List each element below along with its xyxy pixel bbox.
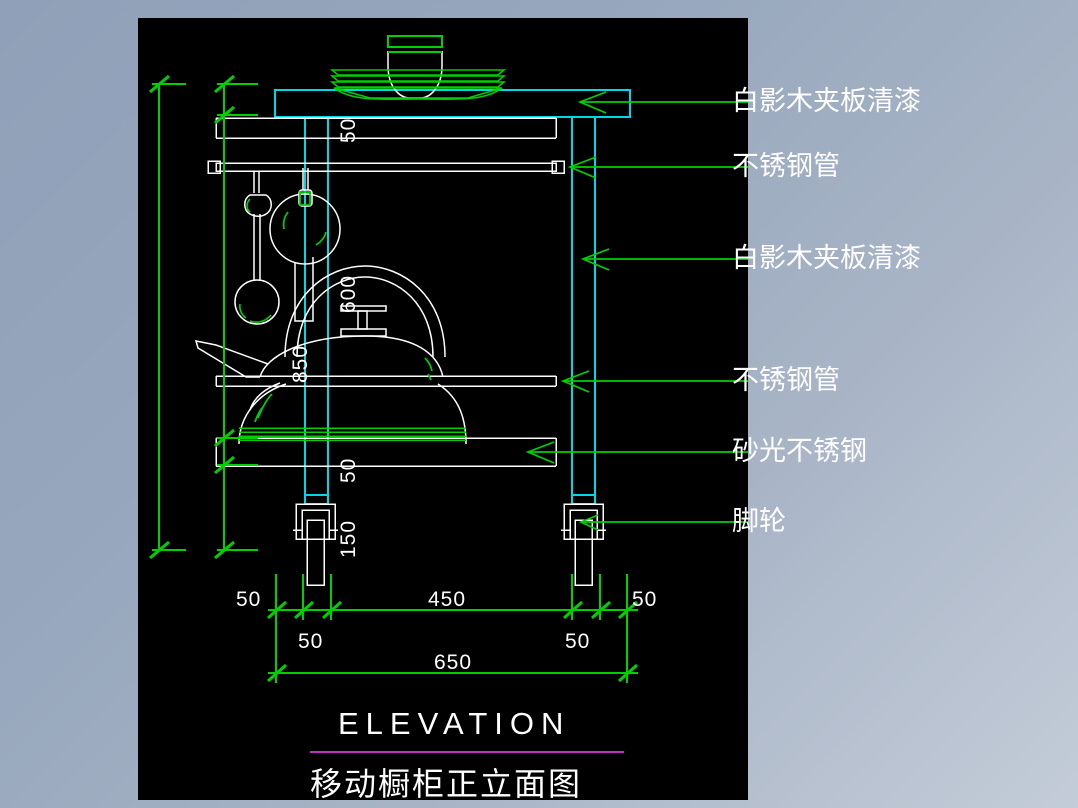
cad-geometry bbox=[149, 35, 748, 753]
skimmer-hl-2 bbox=[315, 231, 327, 246]
foot-plate-right bbox=[571, 494, 596, 505]
cabinet-structure bbox=[274, 89, 631, 505]
ladle-bowl-hl-2 bbox=[249, 314, 272, 323]
callout-label-3: 白影木夹板清漆 bbox=[732, 243, 921, 274]
dimension-lines bbox=[152, 83, 258, 551]
ladle-ring-highlight bbox=[246, 198, 251, 213]
plate-2 bbox=[329, 75, 507, 82]
tick-v-top bbox=[214, 74, 235, 94]
rail-bracket-right bbox=[551, 160, 565, 174]
dim-right-inner-50: 50 bbox=[565, 630, 591, 653]
dim-center-450: 450 bbox=[428, 588, 467, 611]
tick-850-top bbox=[149, 74, 170, 94]
tick-650-r bbox=[618, 663, 638, 683]
leader-3 bbox=[580, 248, 748, 271]
kettle-dome bbox=[259, 335, 444, 378]
title-chinese: 移动橱柜正立面图 bbox=[310, 765, 583, 800]
dim-left-inner-50: 50 bbox=[298, 630, 324, 653]
caster-left-wheel bbox=[306, 519, 325, 586]
tick-850-bot bbox=[149, 540, 170, 560]
ladle-bowl bbox=[234, 279, 280, 325]
bowl-rim-bands bbox=[387, 35, 443, 53]
dim-overall-height: 850 bbox=[289, 344, 312, 383]
kettle-highlights bbox=[254, 357, 433, 423]
kettle-base-bands bbox=[239, 427, 466, 441]
caster-wheel-right bbox=[561, 503, 606, 586]
leader-2 bbox=[567, 156, 748, 179]
ladle-hook-ring bbox=[244, 194, 272, 217]
kettle-hl-2 bbox=[254, 407, 263, 423]
caster-left-bracket-inner bbox=[301, 509, 330, 540]
leader-5 bbox=[525, 441, 748, 464]
tick-650-l bbox=[267, 663, 287, 683]
dim-bottom-150: 150 bbox=[337, 519, 360, 558]
dimension-ticks-horizontal bbox=[267, 600, 638, 683]
leader-4 bbox=[560, 370, 748, 393]
plate-1 bbox=[329, 69, 507, 76]
tick-h-5 bbox=[591, 600, 611, 620]
callout-label-6: 脚轮 bbox=[732, 506, 786, 537]
kettle-knob-base bbox=[340, 328, 387, 337]
caster-right-bracket-inner bbox=[569, 509, 598, 540]
dim-right-outer-50: 50 bbox=[632, 588, 658, 611]
tick-h-3 bbox=[322, 600, 342, 620]
kettle-handle-inner bbox=[296, 276, 434, 358]
callout-label-1: 白影木夹板清漆 bbox=[732, 86, 921, 117]
callout-label-4: 不锈钢管 bbox=[732, 365, 840, 396]
plate-bottom-curve bbox=[333, 87, 503, 101]
dim-lower-50: 50 bbox=[337, 457, 360, 483]
kettle-hl-1 bbox=[257, 393, 273, 419]
skimmer-clip-highlight bbox=[299, 191, 311, 206]
skimmer-highlights bbox=[282, 191, 327, 246]
dim-left-outer-50: 50 bbox=[236, 588, 262, 611]
tick-v-bot bbox=[214, 540, 235, 560]
rail-bracket-left bbox=[207, 160, 221, 174]
dim-middle-600: 600 bbox=[337, 274, 360, 313]
callout-label-5: 砂光不锈钢 bbox=[732, 436, 867, 467]
title-elevation: ELEVATION bbox=[338, 706, 571, 741]
ladle-bowl-hl-1 bbox=[239, 303, 247, 319]
kettle-spout bbox=[194, 340, 269, 378]
skimmer-head bbox=[269, 193, 341, 265]
bowl-rim-top bbox=[387, 35, 443, 48]
kettle-body-left-shoulder bbox=[249, 382, 281, 411]
kettle-hl-4 bbox=[427, 373, 432, 381]
hanging-rail bbox=[215, 162, 557, 172]
skimmer-hl-1 bbox=[282, 211, 289, 230]
plate-stack bbox=[329, 69, 507, 101]
tick-h-4 bbox=[563, 600, 583, 620]
dim-overall-width-650: 650 bbox=[434, 651, 473, 674]
cabinet-detail bbox=[207, 117, 565, 467]
kettle-handle-outer bbox=[284, 265, 446, 358]
callout-leaders bbox=[525, 91, 748, 531]
hanging-skimmer bbox=[269, 168, 341, 322]
caster-right-wheel bbox=[574, 519, 593, 586]
hanging-ladle bbox=[234, 171, 280, 325]
dimension-ticks-vertical bbox=[149, 74, 235, 560]
tick-h-1 bbox=[267, 600, 287, 620]
tick-v-150 bbox=[214, 455, 235, 475]
cad-drawing-canvas[interactable]: 850 50 600 50 150 50 50 450 50 50 650 EL… bbox=[138, 18, 748, 800]
kettle-knob-stem bbox=[357, 310, 368, 330]
ladle-highlights bbox=[239, 198, 272, 323]
callout-label-2: 不锈钢管 bbox=[732, 151, 840, 182]
tick-h-6 bbox=[618, 600, 638, 620]
leader-1 bbox=[577, 91, 748, 114]
tick-v-50b bbox=[214, 428, 235, 448]
caster-wheel-left bbox=[293, 503, 338, 586]
skimmer-hook-clip bbox=[298, 189, 313, 207]
leader-6 bbox=[578, 514, 748, 531]
countertop-slab bbox=[274, 89, 631, 118]
kettle-body bbox=[238, 383, 467, 445]
plate-3 bbox=[329, 81, 507, 88]
dim-top-50: 50 bbox=[337, 117, 360, 143]
tick-v-50a bbox=[214, 105, 235, 125]
foot-plate-left bbox=[304, 494, 329, 505]
tick-h-2 bbox=[294, 600, 314, 620]
kettle-hl-3 bbox=[424, 357, 433, 372]
